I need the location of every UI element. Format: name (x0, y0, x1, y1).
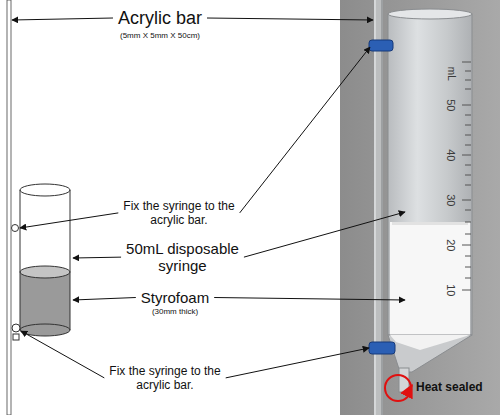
leader-line (21, 331, 104, 378)
leader-line (411, 385, 412, 387)
photo-background (340, 0, 500, 415)
part-name: 50mL disposable syringe (110, 240, 255, 275)
note: Fix the syringe to the acrylic bar. (100, 365, 230, 393)
leader-line (226, 348, 369, 378)
note: Fix the syringe to the acrylic bar. (118, 200, 240, 228)
leader-line (73, 298, 136, 301)
leader-line (244, 212, 405, 257)
acrylic-bar-drawing (7, 0, 11, 415)
dimension: (5mm X 5mm X 50cm) (95, 31, 225, 40)
part-name: Styrofoam (120, 289, 230, 306)
syringe-drawing (12, 184, 71, 340)
leader-line (240, 47, 370, 213)
part-name: Acrylic bar (95, 8, 225, 29)
leader-line (12, 18, 113, 20)
leader-line (73, 257, 121, 259)
scale-number: 50 (445, 92, 458, 118)
scale-number: 30 (445, 187, 458, 213)
syringe-photo (388, 9, 472, 392)
seal-circle (385, 375, 411, 401)
scale-number: 10 (445, 277, 458, 303)
leader-line (207, 18, 373, 20)
dimension: (30mm thick) (120, 307, 230, 316)
leader-line (214, 298, 405, 301)
scale-number: 20 (445, 232, 458, 258)
note: Heat sealed (416, 381, 498, 395)
scale-number: 40 (445, 142, 458, 168)
clip (369, 40, 395, 354)
scale-number: mL (445, 61, 457, 87)
leader-line (20, 213, 118, 228)
